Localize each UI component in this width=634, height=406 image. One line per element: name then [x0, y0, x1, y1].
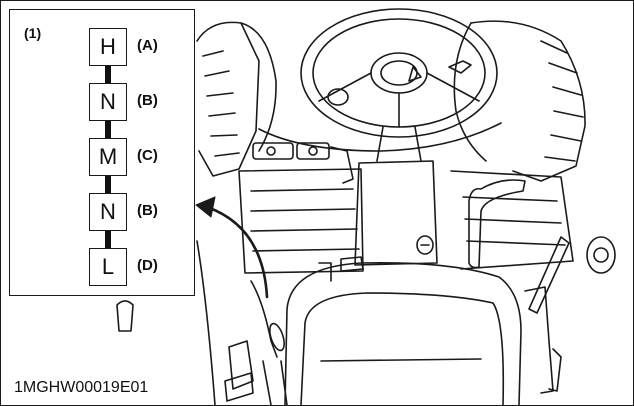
operator-seat — [284, 261, 522, 405]
gear-connector — [105, 231, 111, 248]
gear-position-label: (B) — [137, 202, 158, 219]
right-rear-tire — [453, 20, 586, 182]
gear-position-label: (A) — [137, 37, 158, 54]
gear-letter: N — [100, 199, 116, 224]
gear-position-box-neutral-lower: N — [89, 193, 127, 231]
gear-letter: M — [98, 144, 118, 169]
range-gear-shift-lever — [116, 280, 288, 405]
dash-knob — [327, 88, 349, 106]
dash-lever — [448, 60, 472, 74]
floor-panel — [238, 168, 574, 274]
gear-position-box-low: L — [89, 248, 127, 286]
gear-position-box-high: H — [89, 28, 127, 66]
dashboard-edge — [258, 122, 502, 152]
steering-column — [376, 126, 422, 162]
center-console — [318, 160, 438, 282]
gear-position-box-middle: M — [89, 138, 127, 176]
gear-connector — [105, 121, 111, 138]
right-side-lever — [524, 236, 616, 394]
gear-connector — [105, 176, 111, 193]
pointer-arrow — [195, 196, 269, 299]
grab-handle — [468, 179, 526, 269]
steering-wheel — [300, 8, 498, 138]
left-rear-tire — [196, 21, 277, 177]
figure-part-code: 1MGHW00019E01 — [14, 379, 149, 396]
left-fender — [196, 240, 216, 405]
pedal-switches — [252, 142, 354, 184]
gear-position-label: (C) — [137, 147, 158, 164]
gear-letter: H — [100, 34, 116, 59]
gear-position-box-neutral-upper: N — [89, 83, 127, 121]
gear-position-label: (B) — [137, 92, 158, 109]
gear-position-inset: (1) H (A) N (B) M (C) N (B) L (D) — [9, 9, 195, 296]
gear-position-label: (D) — [137, 257, 158, 274]
gear-letter: N — [100, 89, 116, 114]
gear-connector — [105, 66, 111, 83]
gear-letter: L — [101, 254, 115, 279]
callout-number: (1) — [24, 25, 42, 41]
